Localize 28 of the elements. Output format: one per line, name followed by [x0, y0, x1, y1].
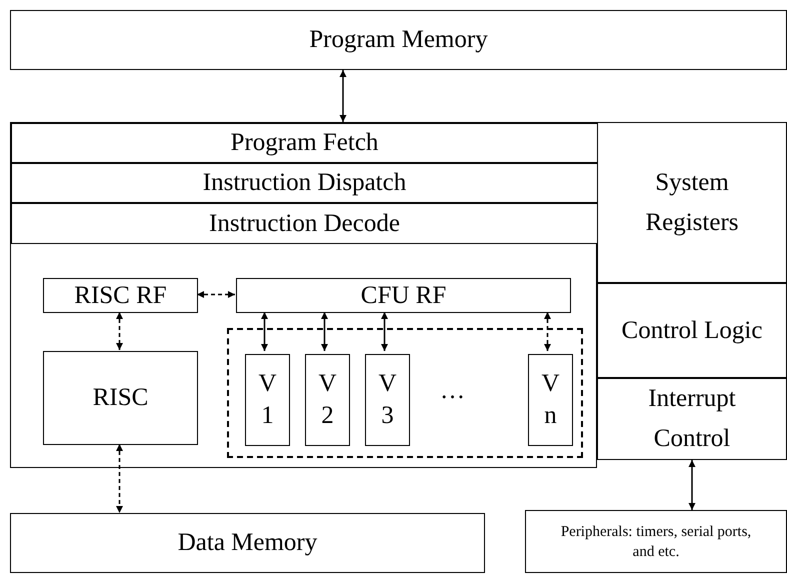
arrow	[381, 312, 388, 351]
arrow	[197, 291, 235, 298]
block-box: Instruction Dispatch	[11, 163, 598, 203]
block-box: RISC	[43, 351, 198, 445]
block-box: V 1	[245, 354, 290, 446]
block-box: Instruction Decode	[11, 203, 598, 244]
arrow	[116, 312, 123, 350]
block-box: Peripherals: timers, serial ports, and etc.	[525, 510, 787, 573]
block-box: Control Logic	[597, 283, 787, 378]
arrow	[544, 312, 551, 351]
ellipsis-text: …	[440, 376, 465, 406]
arrow	[688, 460, 696, 510]
arrow	[116, 444, 123, 513]
block-box: Interrupt Control	[597, 378, 787, 460]
block-box: CFU RF	[236, 278, 571, 313]
block-box: Program Fetch	[11, 123, 598, 163]
arrow	[340, 70, 346, 122]
dashed-group-box	[227, 328, 583, 458]
arrow	[321, 312, 328, 351]
block-box: V 2	[305, 354, 350, 446]
block-box: Data Memory	[10, 513, 485, 573]
core-block	[10, 122, 597, 468]
block-box: Program Memory	[10, 10, 787, 70]
block-box: V n	[528, 354, 573, 446]
block-box: System Registers	[597, 122, 787, 283]
block-box: RISC RF	[43, 278, 198, 313]
block-box: V 3	[365, 354, 410, 446]
arrow	[261, 312, 268, 351]
